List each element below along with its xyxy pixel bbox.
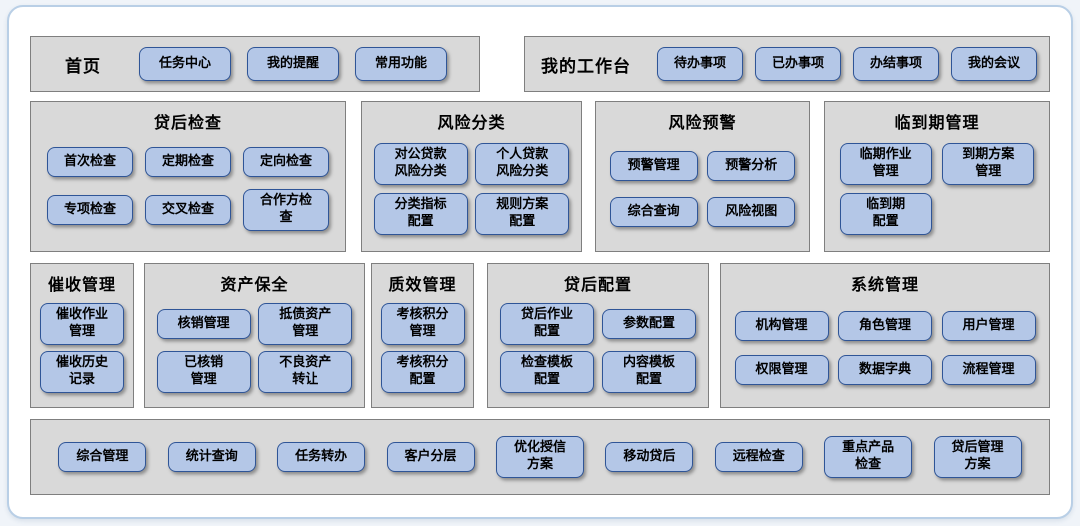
button-rule-scheme-config[interactable]: 规则方案 配置 — [475, 193, 570, 235]
button-key-product-inspection[interactable]: 重点产品 检查 — [824, 436, 913, 478]
panel-my-workbench: 我的工作台 待办事项 已办事项 办结事项 我的会议 — [524, 36, 1050, 92]
button-written-off-management[interactable]: 已核销 管理 — [156, 351, 251, 393]
button-data-dictionary[interactable]: 数据字典 — [838, 355, 932, 385]
button-personal-loan-risk-classification[interactable]: 个人贷款 风险分类 — [475, 143, 570, 185]
panel-asset-preservation: 资产保全 核销管理 抵债资产 管理 已核销 管理 不良资产 转让 — [144, 263, 365, 408]
button-grid: 核销管理 抵债资产 管理 已核销 管理 不良资产 转让 — [145, 295, 364, 407]
button-closed-items[interactable]: 办结事项 — [853, 47, 939, 81]
button-warning-management[interactable]: 预警管理 — [609, 151, 698, 181]
panel-title-system-management: 系统管理 — [850, 275, 919, 294]
button-near-due-config[interactable]: 临到期 配置 — [839, 193, 932, 235]
panel-near-maturity-management: 临到期管理 临期作业 管理 到期方案 管理 临到期 配置 — [824, 101, 1050, 252]
button-post-loan-management-scheme[interactable]: 贷后管理 方案 — [933, 436, 1022, 478]
panel-quality-efficiency-management: 质效管理 考核积分 管理 考核积分 配置 — [371, 263, 474, 408]
button-special-inspection[interactable]: 专项检查 — [47, 195, 133, 226]
panel-title-risk-classification: 风险分类 — [437, 113, 506, 132]
button-corporate-loan-risk-classification[interactable]: 对公贷款 风险分类 — [373, 143, 468, 185]
panel-workbench-title: 我的工作台 — [541, 56, 631, 77]
button-periodic-inspection[interactable]: 定期检查 — [145, 147, 231, 178]
panel-home-title: 首页 — [65, 56, 101, 77]
button-org-management[interactable]: 机构管理 — [734, 311, 829, 341]
button-content-template-config[interactable]: 内容模板 配置 — [602, 351, 696, 393]
button-risk-view[interactable]: 风险视图 — [707, 197, 796, 227]
panel-title-near-maturity-management: 临到期管理 — [894, 113, 980, 132]
button-first-inspection[interactable]: 首次检查 — [47, 147, 133, 178]
button-grid: 临期作业 管理 到期方案 管理 临到期 配置 — [825, 133, 1049, 251]
button-comprehensive-query[interactable]: 综合查询 — [609, 197, 698, 227]
panel-title-asset-preservation: 资产保全 — [220, 275, 289, 294]
panel-title-post-loan-config: 贷后配置 — [563, 275, 632, 294]
button-todo-items[interactable]: 待办事项 — [657, 47, 743, 81]
button-targeted-inspection[interactable]: 定向检查 — [243, 147, 329, 178]
button-grid: 对公贷款 风险分类 个人贷款 风险分类 分类指标 配置 规则方案 配置 — [362, 133, 581, 251]
button-write-off-management[interactable]: 核销管理 — [156, 309, 251, 340]
panel-risk-classification: 风险分类 对公贷款 风险分类 个人贷款 风险分类 分类指标 配置 规则方案 配置 — [361, 101, 582, 252]
button-remote-inspection[interactable]: 远程检查 — [714, 442, 803, 472]
button-common-functions[interactable]: 常用功能 — [355, 47, 447, 81]
button-classification-indicator-config[interactable]: 分类指标 配置 — [373, 193, 468, 235]
button-my-reminders[interactable]: 我的提醒 — [247, 47, 339, 81]
button-grid: 预警管理 预警分析 综合查询 风险视图 — [596, 133, 809, 251]
panel-title-quality-efficiency-management: 质效管理 — [388, 275, 457, 294]
panel-title-post-loan-inspection: 贷后检查 — [153, 113, 222, 132]
button-parameter-config[interactable]: 参数配置 — [602, 309, 696, 340]
button-cross-inspection[interactable]: 交叉检查 — [145, 195, 231, 226]
button-credit-optimization-scheme[interactable]: 优化授信 方案 — [495, 436, 584, 478]
button-stack: 考核积分 管理 考核积分 配置 — [372, 295, 473, 407]
panel-system-management: 系统管理 机构管理 角色管理 用户管理 权限管理 数据字典 流程管理 — [720, 263, 1050, 408]
button-stack: 催收作业 管理 催收历史 记录 — [31, 295, 133, 407]
button-mobile-post-loan[interactable]: 移动贷后 — [605, 442, 694, 472]
button-grid: 贷后作业 配置 参数配置 检查模板 配置 内容模板 配置 — [488, 295, 708, 407]
button-task-transfer[interactable]: 任务转办 — [277, 442, 366, 472]
button-statistics-query[interactable]: 统计查询 — [167, 442, 256, 472]
button-comprehensive-management[interactable]: 综合管理 — [58, 442, 147, 472]
button-permission-management[interactable]: 权限管理 — [734, 355, 829, 385]
button-assessment-score-config[interactable]: 考核积分 配置 — [380, 351, 465, 393]
panel-home: 首页 任务中心 我的提醒 常用功能 — [30, 36, 480, 92]
button-assessment-score-management[interactable]: 考核积分 管理 — [380, 303, 465, 345]
button-grid: 机构管理 角色管理 用户管理 权限管理 数据字典 流程管理 — [721, 295, 1049, 407]
button-partner-inspection[interactable]: 合作方检 查 — [243, 189, 329, 231]
button-inspection-template-config[interactable]: 检查模板 配置 — [500, 351, 594, 393]
button-debt-asset-management[interactable]: 抵债资产 管理 — [258, 303, 353, 345]
panel-post-loan-config: 贷后配置 贷后作业 配置 参数配置 检查模板 配置 内容模板 配置 — [487, 263, 709, 408]
button-process-management[interactable]: 流程管理 — [941, 355, 1036, 385]
button-user-management[interactable]: 用户管理 — [941, 311, 1036, 341]
button-collection-task-management[interactable]: 催收作业 管理 — [40, 303, 124, 345]
panel-title-risk-warning: 风险预警 — [668, 113, 737, 132]
button-grid: 首次检查 定期检查 定向检查 专项检查 交叉检查 合作方检 查 — [31, 133, 345, 251]
button-task-center[interactable]: 任务中心 — [139, 47, 231, 81]
button-warning-analysis[interactable]: 预警分析 — [707, 151, 796, 181]
button-customer-segmentation[interactable]: 客户分层 — [386, 442, 475, 472]
button-my-meetings[interactable]: 我的会议 — [951, 47, 1037, 81]
panel-title-collection-management: 催收管理 — [47, 275, 116, 294]
button-maturity-scheme-management[interactable]: 到期方案 管理 — [942, 143, 1035, 185]
panel-collection-management: 催收管理 催收作业 管理 催收历史 记录 — [30, 263, 134, 408]
button-near-due-task-management[interactable]: 临期作业 管理 — [839, 143, 932, 185]
button-npl-transfer[interactable]: 不良资产 转让 — [258, 351, 353, 393]
button-collection-history[interactable]: 催收历史 记录 — [40, 351, 124, 393]
panel-bottom-functions: 综合管理 统计查询 任务转办 客户分层 优化授信 方案 移动贷后 远程检查 重点… — [30, 419, 1050, 495]
panel-post-loan-inspection: 贷后检查 首次检查 定期检查 定向检查 专项检查 交叉检查 合作方检 查 — [30, 101, 346, 252]
button-post-loan-task-config[interactable]: 贷后作业 配置 — [500, 303, 594, 345]
button-done-items[interactable]: 已办事项 — [755, 47, 841, 81]
button-role-management[interactable]: 角色管理 — [838, 311, 932, 341]
panel-risk-warning: 风险预警 预警管理 预警分析 综合查询 风险视图 — [595, 101, 810, 252]
